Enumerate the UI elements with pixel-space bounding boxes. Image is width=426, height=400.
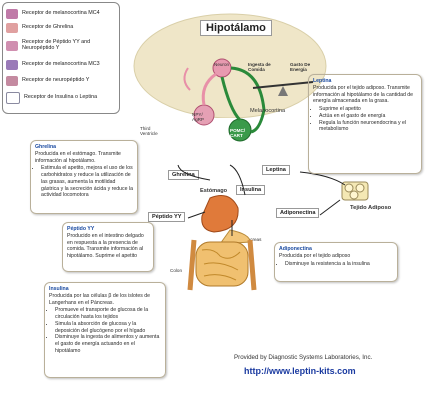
hypothalamus-title: Hipotálamo (200, 20, 272, 36)
adiponectina-info-box: Adiponectina Producida por el tejido adi… (274, 242, 398, 282)
legend-label: Receptor de melanocortina MC4 (22, 10, 100, 17)
neuron-label: Neuron (214, 62, 230, 67)
legend-row: Receptor de Ghrelina (6, 22, 116, 35)
balance-icon (252, 81, 314, 96)
colon-label: Colon (170, 268, 183, 273)
npy-label: NPY/ AgRP (192, 112, 205, 122)
peptido-tag: Péptido YY (148, 212, 186, 222)
box-bullets: Disminuye la resistencia a la insulina (279, 261, 393, 268)
receptor-icon (6, 91, 20, 104)
box-title: Leptina (313, 78, 332, 84)
legend-label: Receptor de neuropéptido Y (22, 76, 90, 83)
box-bullet: Promueve el transporte de glucosa de la … (55, 307, 161, 321)
neuron-diagram (183, 58, 266, 142)
box-title: Ghrelina (35, 144, 57, 150)
insulina-info-box: Insulina Producida por las células β de … (44, 282, 166, 378)
receptor-icon (6, 75, 18, 86)
receptor-legend: Receptor de melanocortina MC4 Receptor d… (2, 2, 120, 114)
box-bullet: Disminuye la resistencia a la insulina (285, 261, 393, 268)
third-ventricle-label: Third Ventricle (140, 126, 158, 136)
box-bullet: Actúa en el gasto de energía (319, 113, 417, 120)
legend-label: Receptor de Ghrelina (22, 24, 74, 31)
tejido-label: Tejido Adiposo (350, 205, 392, 211)
legend-label: Receptor de Insulina o Leptina (24, 93, 98, 100)
box-title: Péptido YY (67, 226, 95, 232)
pomc-label: POMC/ CART (230, 128, 246, 138)
receptor-icon (6, 59, 18, 70)
ghrelina-tag: Ghrelina (168, 170, 199, 180)
intake-label: Ingesta de Comida (248, 62, 271, 72)
box-title: Insulina (49, 286, 69, 292)
box-bullet: Regula la función neuroendocrina y el me… (319, 120, 417, 134)
receptor-icon (6, 23, 18, 34)
receptor-icon (6, 40, 18, 51)
legend-row: Receptor de Insulina o Leptina (6, 89, 116, 107)
estomago-label: Estómago (200, 188, 228, 194)
leptina-tag: Leptina (262, 165, 290, 175)
legend-row: Receptor de melanocortina MC4 (6, 6, 116, 22)
box-bullet: Estimula el apetito, mejora el uso de lo… (41, 165, 133, 199)
receptor-icon (6, 9, 18, 19)
box-text: Producida por el tejido adiposo. Transmi… (313, 84, 414, 105)
box-bullet: Suprime el apetito (319, 106, 417, 113)
adiponectina-tag: Adiponectina (276, 208, 320, 218)
website-link[interactable]: http://www.leptin-kits.com (244, 366, 356, 376)
box-title: Adiponectina (279, 246, 312, 252)
provider-credit: Provided by Diagnostic Systems Laborator… (234, 354, 373, 361)
pancreas-label: Pancreas (242, 237, 262, 242)
legend-label: Receptor de Péptido YY and Neuropéptido … (22, 38, 91, 51)
melanocortina-label: Melanocortina (250, 108, 286, 114)
legend-row: Receptor de neuropéptido Y (6, 73, 116, 89)
legend-row: Receptor de melanocortina MC3 (6, 57, 116, 73)
box-bullets: Estimula el apetito, mejora el uso de lo… (35, 165, 133, 199)
digestive-system-icon (187, 195, 257, 291)
adipose-tissue-icon (341, 181, 369, 201)
legend-row: Receptor de Péptido YY and Neuropéptido … (6, 35, 116, 57)
box-text: Producido en el intestino delgado en res… (67, 232, 144, 259)
box-text: Producida por el tejido adiposo (279, 252, 351, 259)
box-text: Producida en el estómago. Transmite info… (35, 150, 121, 164)
legend-label: Receptor de melanocortina MC3 (22, 60, 100, 67)
insulina-tag: Insulina (236, 185, 266, 195)
box-bullets: Suprime el apetito Actúa en el gasto de … (313, 106, 417, 133)
peptido-info-box: Péptido YY Producido en el intestino del… (62, 222, 154, 272)
box-bullet: Disminuye la ingesta de alimentos y aume… (55, 334, 161, 354)
expense-label: Gasto De Energía (290, 62, 311, 72)
leptina-info-box: Leptina Producida por el tejido adiposo.… (308, 74, 422, 174)
box-bullet: Simula la absorción de glucosa y la depo… (55, 321, 161, 335)
box-text: Producida por las células β de los islot… (49, 292, 151, 306)
ghrelina-info-box: Ghrelina Producida en el estómago. Trans… (30, 140, 138, 214)
box-bullets: Promueve el transporte de glucosa de la … (49, 307, 161, 354)
